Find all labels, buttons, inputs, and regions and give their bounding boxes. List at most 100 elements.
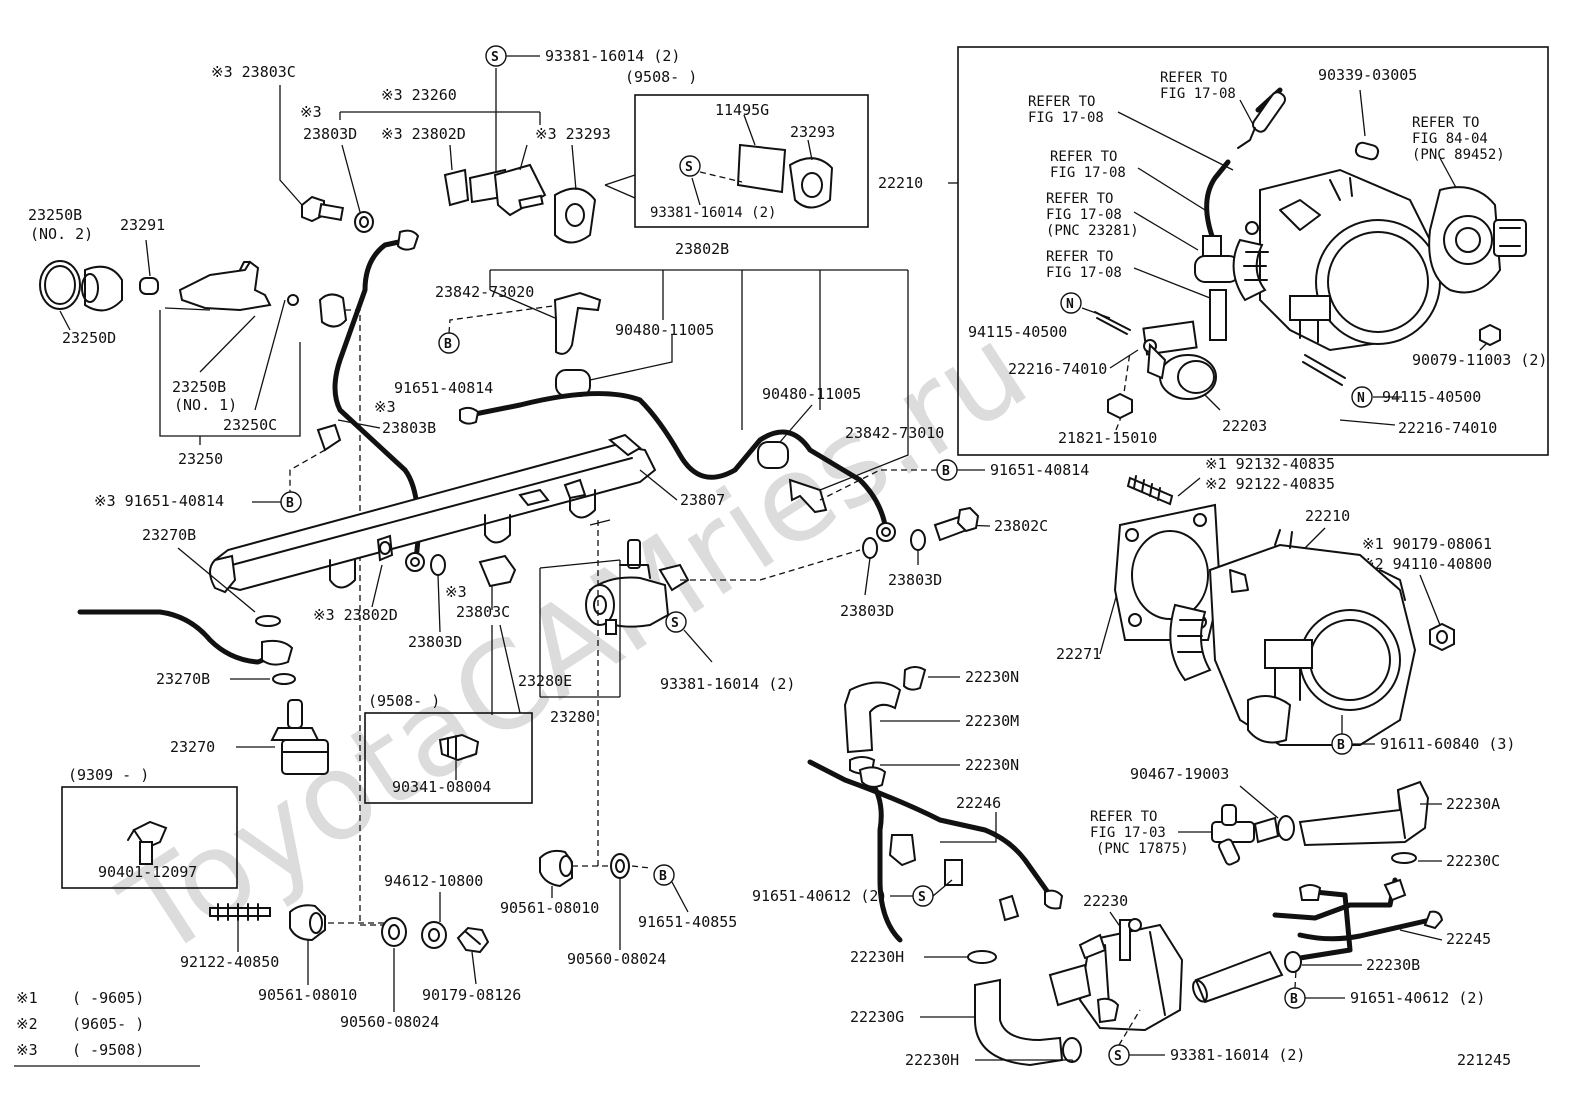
label-no1: (NO. 1) — [174, 396, 237, 414]
label-22245: 22245 — [1446, 930, 1491, 948]
refer-label-1b: FIG 17-08 — [1160, 86, 1236, 102]
label-23270B-b: 23270B — [156, 670, 210, 688]
label-94612: 94612-10800 — [384, 872, 483, 890]
label-23803D-a: 23803D — [303, 125, 357, 143]
pressure-regulator — [585, 539, 690, 635]
label-23250: 23250 — [178, 450, 223, 468]
label-90179-08061: ※1 90179-08061 — [1362, 535, 1492, 553]
label-21821: 21821-15010 — [1058, 429, 1157, 447]
label-91651-40855: 91651-40855 — [638, 913, 737, 931]
label-22230B: 22230B — [1366, 956, 1420, 974]
refer-label-2b: FIG 17-08 — [1028, 110, 1104, 126]
b-symbol: B — [438, 332, 460, 354]
refer-label-6a: REFER TO — [1412, 115, 1479, 131]
label-23250C: 23250C — [223, 416, 277, 434]
inset-9309: (9309 - ) 90401-12097 — [61, 766, 238, 889]
svg-text:S: S — [671, 616, 679, 631]
svg-text:S: S — [918, 890, 926, 905]
label-91651-40814-c: ※3 91651-40814 — [94, 492, 224, 510]
label-90560-b: 90560-08024 — [340, 1013, 439, 1031]
label-22230C: 22230C — [1446, 852, 1500, 870]
s-symbol: S — [679, 155, 701, 177]
label-23842-73010: 23842-73010 — [845, 424, 944, 442]
label-23280: 23280 — [550, 708, 595, 726]
label-refer-1703-b: FIG 17-03 — [1090, 825, 1166, 841]
label-23842-73020: 23842-73020 — [435, 283, 534, 301]
svg-text:B: B — [1337, 738, 1345, 753]
label-23802B: 23802B — [675, 240, 729, 258]
label-22230: 22230 — [1083, 892, 1128, 910]
throttle-inset-frame — [957, 46, 1549, 456]
label-m3b: ※3 — [374, 398, 396, 416]
throttle-inset: 22210 REFER TO FIG 17-08 REFER TO FIG 17… — [878, 46, 1549, 456]
refer-label-5b: FIG 17-08 — [1046, 265, 1122, 281]
label-91651-40612-b: 91651-40612 (2) — [1350, 989, 1485, 1007]
b-symbol: B — [1331, 733, 1353, 755]
throttle-gasket — [1113, 503, 1222, 641]
label-90401: 90401-12097 — [98, 863, 197, 881]
s-symbol: S — [665, 611, 687, 633]
label-23293-top: ※3 23293 — [535, 125, 611, 143]
label-91651-40612-a: 91651-40612 (2) — [752, 887, 887, 905]
b-symbol: B — [280, 491, 302, 513]
label-23260: ※3 23260 — [381, 86, 457, 104]
throttle-sensor-inset — [1428, 186, 1527, 294]
label-23802D-b: ※3 23802D — [313, 606, 398, 624]
refer-label-3b: FIG 17-08 — [1050, 165, 1126, 181]
svg-text:B: B — [659, 869, 667, 884]
label-23807: 23807 — [680, 491, 725, 509]
water-bypass-pipe — [807, 759, 1064, 943]
label-m3: ※3 — [300, 103, 322, 121]
label-22230N-b: 22230N — [965, 756, 1019, 774]
refer-label-4c: (PNC 23281) — [1046, 223, 1139, 239]
label-22216-a: 22216-74010 — [1008, 360, 1107, 378]
label-90341: 90341-08004 — [392, 778, 491, 796]
b-symbol: B — [653, 864, 675, 886]
legend-3-mark: ※3 — [16, 1041, 38, 1059]
svg-text:S: S — [685, 160, 693, 175]
svg-text:S: S — [1114, 1049, 1122, 1064]
label-23270B-a: 23270B — [142, 526, 196, 544]
label-23291: 23291 — [120, 216, 165, 234]
label-23293-inset: 23293 — [790, 123, 835, 141]
legend-1-mark: ※1 — [16, 989, 38, 1007]
label-90467: 90467-19003 — [1130, 765, 1229, 783]
label-23270: 23270 — [170, 738, 215, 756]
refer-label-3a: REFER TO — [1050, 149, 1117, 165]
label-22230H-b: 22230H — [905, 1051, 959, 1069]
figure-code: 221245 — [1457, 1051, 1511, 1069]
label-90560-a: 90560-08024 — [567, 950, 666, 968]
inset-9309-header: (9309 - ) — [68, 766, 149, 784]
refer-label-4b: FIG 17-08 — [1046, 207, 1122, 223]
label-22216-b: 22216-74010 — [1398, 419, 1497, 437]
label-22230M: 22230M — [965, 712, 1019, 730]
label-22271: 22271 — [1056, 645, 1101, 663]
label-90561-b: 90561-08010 — [258, 986, 357, 1004]
fuel-filter-fitting — [270, 699, 329, 775]
refer-label-6b: FIG 84-04 — [1412, 131, 1488, 147]
label-m3c: ※3 — [445, 583, 467, 601]
label-90179-08126: 90179-08126 — [422, 986, 521, 1004]
label-90480-a: 90480-11005 — [615, 321, 714, 339]
label-22203: 22203 — [1222, 417, 1267, 435]
inset-9508-top: (9508- ) 11495G 23293 93381-16014 (2) S — [625, 68, 869, 228]
label-23803D-d: 23803D — [408, 633, 462, 651]
label-92132: ※1 92132-40835 — [1205, 455, 1335, 473]
n-symbol: N — [1060, 292, 1082, 314]
b-symbol: B — [1284, 987, 1306, 1009]
label-refer-1703-a: REFER TO — [1090, 809, 1157, 825]
refer-label-5a: REFER TO — [1046, 249, 1113, 265]
label-22230H-a: 22230H — [850, 948, 904, 966]
water-pipe-assembly — [1272, 877, 1444, 961]
label-90561-a: 90561-08010 — [500, 899, 599, 917]
label-94115-a: 94115-40500 — [968, 323, 1067, 341]
label-23250B-1: 23250B — [172, 378, 226, 396]
throttle-body — [1169, 529, 1417, 746]
svg-text:B: B — [444, 337, 452, 352]
refer-label-6c: (PNC 89452) — [1412, 147, 1505, 163]
legend-2-mark: ※2 — [16, 1015, 38, 1033]
legend-1-range: ( -9605) — [72, 989, 144, 1007]
label-92122-a: ※2 92122-40835 — [1205, 475, 1335, 493]
label-23250D: 23250D — [62, 329, 116, 347]
